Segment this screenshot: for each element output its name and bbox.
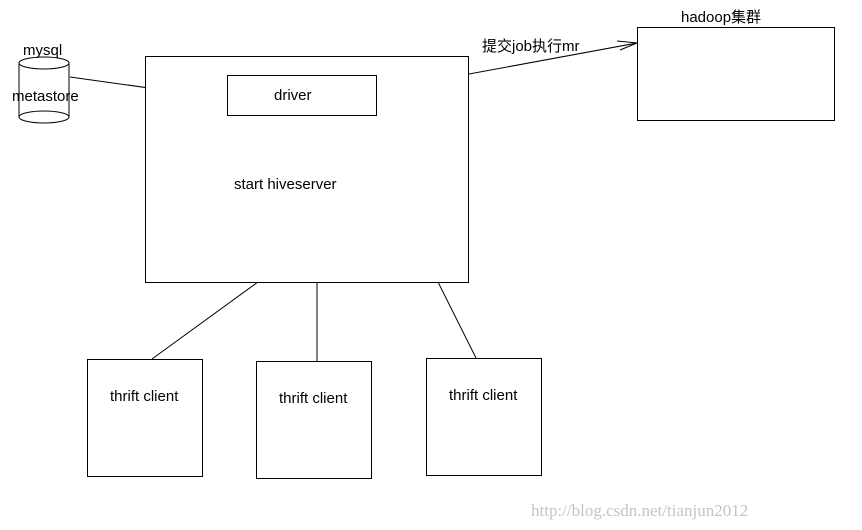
thrift-client-box-3 bbox=[426, 358, 542, 476]
hadoop-cluster-label: hadoop集群 bbox=[681, 9, 762, 26]
thrift-client-box-2 bbox=[256, 361, 372, 479]
db-role-label: metastore bbox=[12, 88, 79, 105]
watermark: http://blog.csdn.net/tianjun2012 bbox=[531, 501, 749, 520]
hiveserver-label: start hiveserver bbox=[234, 176, 337, 193]
thrift-client-label-3: thrift client bbox=[449, 387, 518, 404]
submit-job-label: 提交job执行mr bbox=[482, 38, 580, 55]
thrift-client-label-2: thrift client bbox=[279, 390, 348, 407]
thrift-client-box-1 bbox=[87, 359, 203, 477]
driver-label: driver bbox=[274, 87, 312, 104]
arrowhead bbox=[616, 40, 638, 51]
server-to-client-3-line bbox=[437, 281, 477, 359]
server-to-client-1-line bbox=[151, 281, 259, 360]
thrift-client-label-1: thrift client bbox=[110, 388, 179, 405]
database-cylinder-icon bbox=[18, 56, 70, 124]
db-name-label: mysql bbox=[23, 42, 63, 59]
hadoop-cluster-box bbox=[637, 27, 835, 121]
driver-box bbox=[227, 75, 377, 116]
